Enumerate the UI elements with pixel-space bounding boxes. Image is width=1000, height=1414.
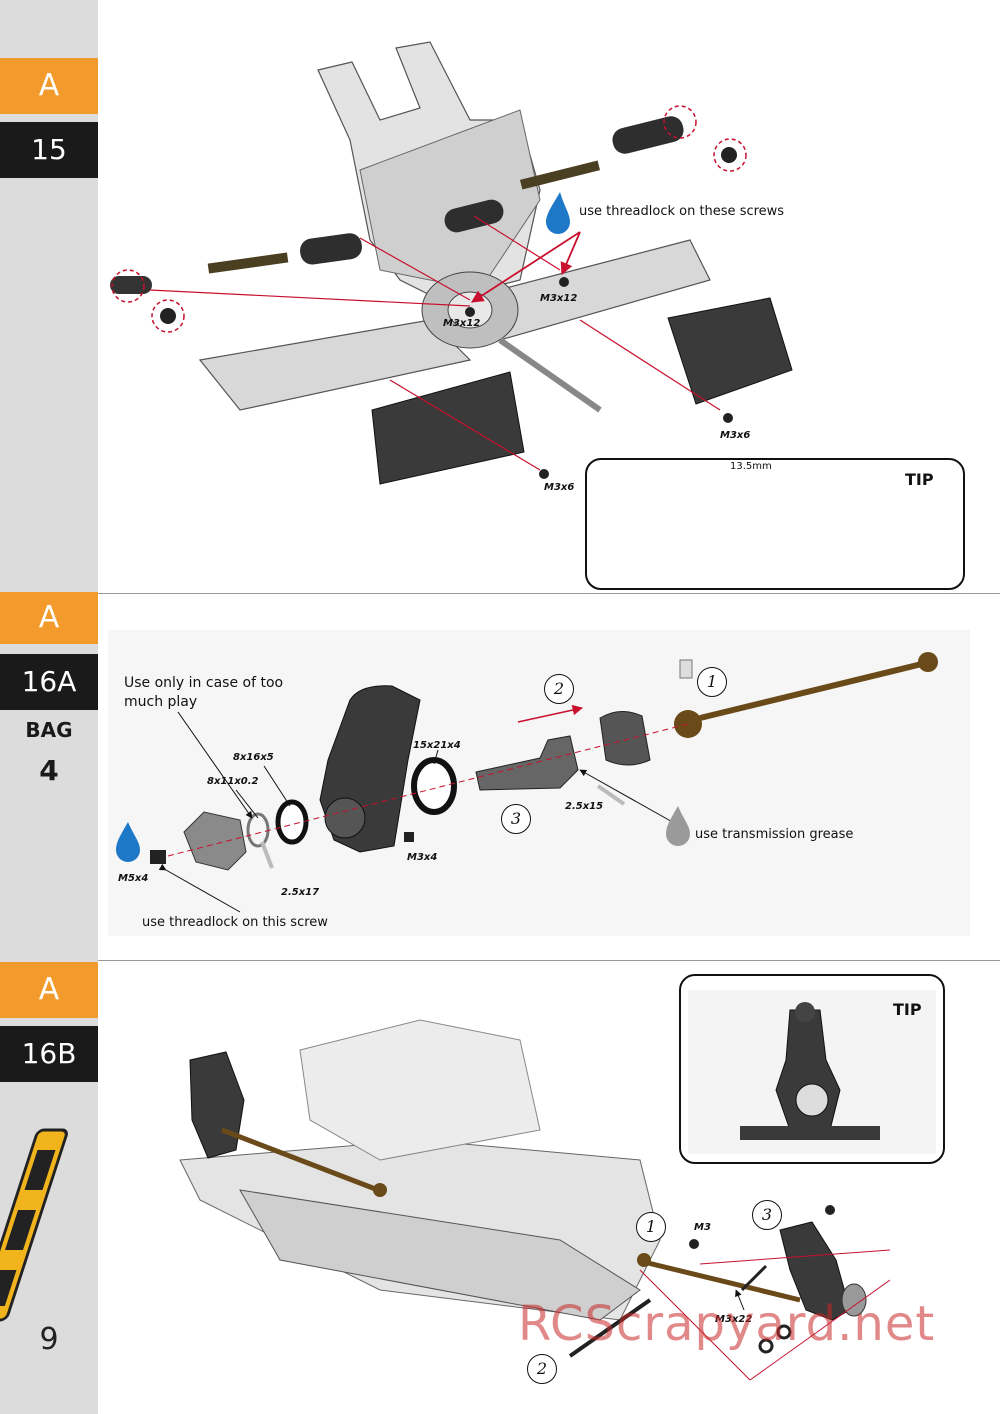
step16a-number-tab: 16A [0, 654, 98, 710]
tip-title-15: TIP [905, 470, 934, 489]
watermark: RCScrapyard.net [518, 1296, 936, 1352]
part-label-2.5x17: 2.5x17 [281, 887, 320, 898]
part-label-2.5x15: 2.5x15 [565, 801, 604, 812]
bag-label: BAG [25, 718, 73, 742]
grease-drop-icon [666, 806, 690, 846]
part-label-8x11x0.2: 8x11x0.2 [207, 776, 259, 787]
step16a-group-tab: A [0, 592, 98, 644]
callout-2-16b: 2 [527, 1354, 557, 1384]
step16b-diagram [179, 990, 936, 1381]
tip-title-16b: TIP [893, 1000, 922, 1019]
callout-3-16b: 3 [752, 1200, 782, 1230]
part-label-m3x12-a: M3x12 [540, 293, 578, 304]
section-divider-1 [98, 593, 1000, 594]
part-label-m3: M3 [694, 1222, 711, 1233]
grease-note: use transmission grease [695, 827, 854, 842]
tip-box-16b [679, 974, 945, 1164]
part-label-m3x12-b: M3x12 [443, 318, 481, 329]
play-note: Use only in case of too much play [124, 675, 284, 710]
threadlock-note-16a: use threadlock on this screw [142, 915, 328, 930]
part-label-m3x22: M3x22 [715, 1314, 753, 1325]
callout-1-16b: 1 [636, 1212, 666, 1242]
brand-logo [0, 1128, 68, 1322]
tip-dimension: 13.5mm [730, 461, 772, 472]
threadlock-note-15: use threadlock on these screws [579, 204, 785, 219]
step16a-diagram [108, 630, 970, 936]
callout-1-16a: 1 [697, 667, 727, 697]
step16b-number-tab: 16B [0, 1026, 98, 1082]
part-label-m3x4: M3x4 [407, 852, 438, 863]
section-divider-2 [98, 960, 1000, 961]
part-label-8x16x5: 8x16x5 [233, 752, 274, 763]
callout-2-16a: 2 [544, 674, 574, 704]
threadlock-drop-icon [546, 192, 570, 234]
page-number: 9 [39, 1322, 59, 1357]
part-label-m3x6-b: M3x6 [544, 482, 575, 493]
part-label-15x21x4: 15x21x4 [413, 740, 461, 751]
step15-number-tab: 15 [0, 122, 98, 178]
threadlock-drop-icon [116, 822, 140, 862]
part-label-m5x4: M5x4 [118, 873, 149, 884]
step15-group-tab: A [0, 58, 98, 114]
callout-3-16a: 3 [501, 804, 531, 834]
step16b-group-tab: A [0, 962, 98, 1018]
part-label-m3x6-a: M3x6 [720, 430, 751, 441]
tip-box-15 [585, 458, 965, 590]
bag-number: 4 [39, 754, 59, 787]
step15-diagram [110, 41, 793, 485]
